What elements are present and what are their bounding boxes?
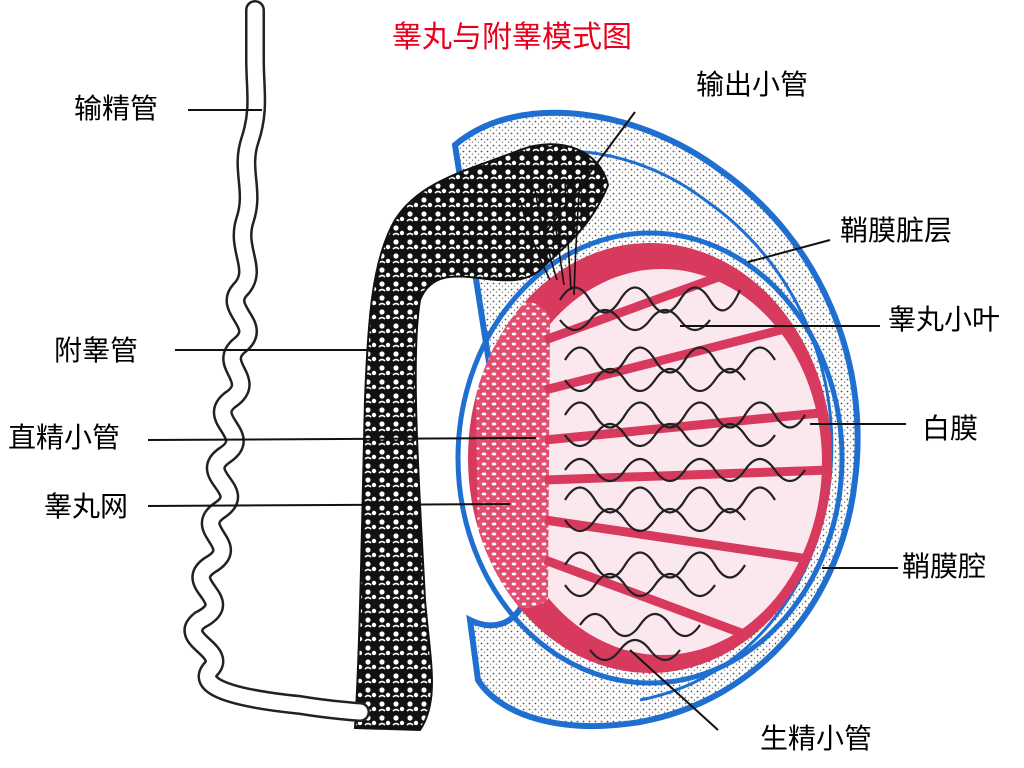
leader-lines (147, 109, 906, 731)
tubule (564, 346, 776, 374)
seminiferous-tubules (559, 286, 806, 662)
label-vaginal-cavity: 鞘膜腔 (902, 550, 987, 583)
label-straight-tubules: 直精小管 (8, 421, 121, 454)
tubule (564, 457, 806, 483)
label-rete-testis: 睾丸网 (44, 490, 129, 523)
leader-straight-tubules (147, 437, 537, 441)
tubule (564, 486, 776, 514)
label-efferent-ductules: 输出小管 (696, 68, 809, 101)
label-testicular-lobule: 睾丸小叶 (888, 303, 1001, 336)
tubule (564, 507, 746, 533)
vas-deferens-lumen (186, 2, 368, 720)
epididymis (353, 143, 610, 732)
tubule (559, 286, 742, 314)
leader-rete-testis (147, 503, 511, 507)
label-seminiferous-tubules: 生精小管 (760, 722, 873, 755)
visceral-layer (455, 230, 845, 686)
septum (543, 257, 762, 345)
rete-testis (475, 301, 550, 608)
ductule (549, 184, 565, 286)
septum (543, 315, 822, 395)
label-epididymis: 附睾管 (54, 334, 139, 367)
label-tunica-albuginea: 白膜 (922, 412, 979, 445)
tubule (564, 422, 776, 448)
leader-efferent-ductules (539, 111, 636, 241)
leader-seminiferous-tubules (629, 649, 719, 731)
tubule (579, 612, 701, 638)
tubule (564, 572, 716, 598)
ductule (564, 179, 572, 291)
ductule (573, 179, 581, 296)
septum (543, 555, 762, 645)
septum (544, 407, 831, 445)
tubule (589, 638, 681, 662)
tubule (564, 551, 746, 579)
tubule (559, 308, 711, 332)
leader-visceral-layer (747, 239, 831, 263)
septa (543, 257, 831, 645)
tubule (564, 367, 746, 393)
label-vas-deferens: 输精管 (74, 92, 159, 125)
ductule (519, 199, 551, 281)
label-visceral-tunica-vaginalis: 鞘膜脏层 (840, 214, 953, 247)
septum (544, 465, 831, 485)
diagram-title: 睾丸与附睾模式图 (392, 20, 632, 55)
